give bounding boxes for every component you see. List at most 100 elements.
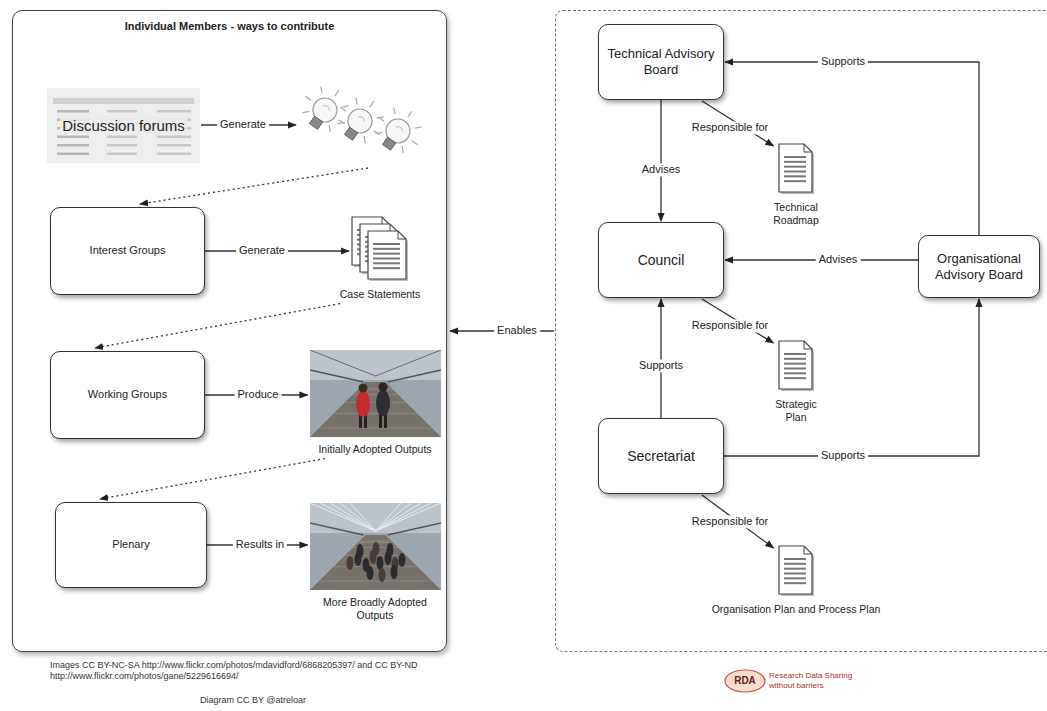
screenshot-row [57,136,89,139]
photo-node: More Broadly Adopted Outputs [305,503,445,621]
contribution-panel: Individual Members - ways to contributeD… [12,10,447,652]
cable [320,503,376,531]
document-icon [778,340,815,392]
board-box: Organisational Advisory Board [918,235,1040,298]
board-box: Secretariat [598,418,724,494]
text-line [784,358,806,360]
railing [387,370,441,382]
photo-node: Initially Adopted Outputs [305,350,445,456]
text-line [373,267,400,269]
box-label: Technical Advisory Board [605,46,717,77]
lightbulb [294,77,359,141]
document-icon [778,143,815,195]
edge-label: Supports [636,359,686,372]
bulb-filament [358,115,366,122]
text-line [373,262,400,264]
text-line [784,573,806,575]
edge-label: Results in [233,538,287,551]
plank [319,581,432,582]
plank [359,541,391,542]
board-box: Council [598,222,724,298]
box-label: Secretariat [627,448,695,465]
photo [310,503,441,590]
page-fold [804,341,812,349]
cable [310,350,376,376]
screenshot-row [57,144,89,147]
screenshot-row [57,153,89,156]
person-head [378,383,387,392]
cable [375,503,441,531]
bulb-rays [332,88,394,147]
crowd-person [372,542,379,556]
photo-drawing [310,503,441,590]
document-drawing [351,216,409,282]
box-label: Council [638,252,685,269]
person-legs [384,414,387,428]
edge-label: Produce [235,388,282,401]
bulb-filament [396,125,404,132]
edge-label: Supports [818,449,868,462]
panel-title: Individual Members - ways to contribute [13,20,446,32]
document-node: Technical Roadmap [751,143,841,226]
crowd-person [398,553,405,567]
document-icon [351,216,409,282]
text-line [373,253,400,255]
text-line [373,258,400,260]
logo-ellipse [725,670,765,692]
text-line [784,353,806,355]
person-legs [379,414,382,428]
connector [725,62,979,235]
cable [350,503,376,531]
text-line [784,368,806,370]
bulb-base [382,137,395,150]
crowd-person [346,556,353,570]
forum-screenshot: Discussion forums [47,88,200,163]
edge-label: Responsible for [689,121,771,134]
plank [344,402,405,403]
box-label: Plenary [112,538,149,551]
screenshot-row [157,144,191,147]
text-line [784,180,806,182]
person-dark-coat [376,390,390,416]
bulb-rays [370,98,432,157]
document-caption: Organisation Plan and Process Plan [691,603,901,616]
sky-light [310,350,441,380]
edge-label: Responsible for [689,319,771,332]
cable [375,503,421,531]
sky-light [310,503,441,533]
sky [310,350,441,437]
dotted-connector [100,459,325,499]
logo-text: RDA [734,675,756,687]
dotted-connector [95,304,340,348]
page-fold [804,144,812,152]
cable [375,503,411,531]
text-line [784,577,806,579]
crowd-person [378,568,385,582]
screenshot-row [107,153,137,156]
edge-label: Generate [236,244,288,257]
box-label: Interest Groups [90,244,166,257]
board-box: Technical Advisory Board [598,24,724,100]
text-line [784,175,806,177]
document-node: Strategic Plan [766,340,826,423]
page [779,546,812,594]
bridge-deck [310,382,441,437]
document-drawing [778,545,815,597]
text-line [784,582,806,584]
logo-tagline: Research Data Sharing without barriers [769,671,864,690]
screenshot-row [107,136,137,139]
document-caption: Technical Roadmap [751,201,841,226]
text-line [784,377,806,379]
document-drawing [778,143,815,195]
cable [340,503,376,531]
text-line [784,156,806,158]
crowd-person [366,566,373,580]
railing [310,370,364,382]
screenshot-row [157,136,191,139]
cable [375,503,401,531]
cable [330,503,376,531]
forum-label: Discussion forums [60,117,187,134]
railing [310,523,364,535]
page [368,231,406,279]
plank [333,566,417,567]
